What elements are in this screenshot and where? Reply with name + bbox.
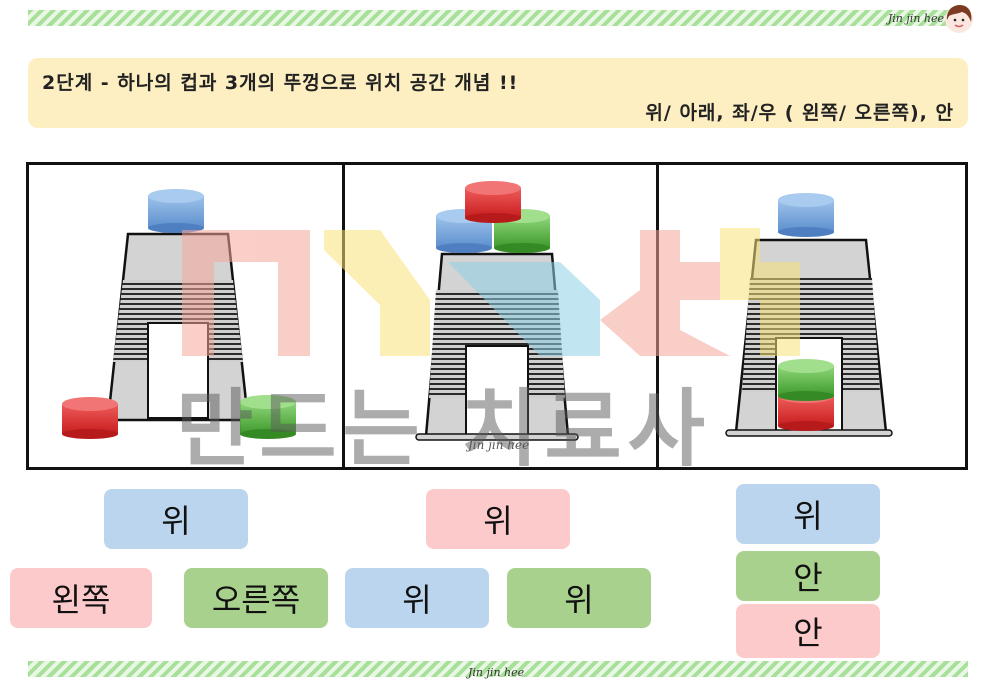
red-cap (62, 397, 118, 439)
label-top-blue: 위 (736, 484, 880, 544)
label-top-pink: 위 (426, 489, 570, 549)
watermark-logo (182, 228, 800, 356)
footer-signature: Jin jin hee (468, 666, 525, 679)
label-right-green: 오른쪽 (184, 568, 328, 628)
panel-divider (342, 165, 345, 467)
label-top-green: 위 (507, 568, 651, 628)
label-top-blue: 위 (345, 568, 489, 628)
red-cap (465, 181, 521, 223)
watermark-text: 만드는 치료사 (176, 380, 711, 478)
green-cap (778, 359, 834, 401)
header-signature: Jin jin hee (887, 12, 944, 25)
girl-face-icon (945, 5, 973, 33)
bottom-stripe-divider (28, 661, 968, 677)
title-line-1: 2단계 - 하나의 컵과 3개의 뚜껑으로 위치 공간 개념 !! (42, 72, 519, 94)
green-cap (240, 395, 296, 439)
label-inside-green: 안 (736, 551, 880, 601)
top-stripe-divider (28, 10, 968, 26)
title-line-2: 위/ 아래, 좌/우 ( 왼쪽/ 오른쪽), 안 (645, 102, 954, 124)
label-left-pink: 왼쪽 (10, 568, 152, 628)
blue-cap (778, 193, 834, 237)
label-top-blue: 위 (104, 489, 248, 549)
panel-signature: Jin jin hee (468, 438, 530, 452)
blue-cap (148, 189, 204, 233)
label-inside-pink: 안 (736, 604, 880, 658)
title-banner: 2단계 - 하나의 컵과 3개의 뚜껑으로 위치 공간 개념 !! 위/ 아래,… (28, 58, 968, 128)
